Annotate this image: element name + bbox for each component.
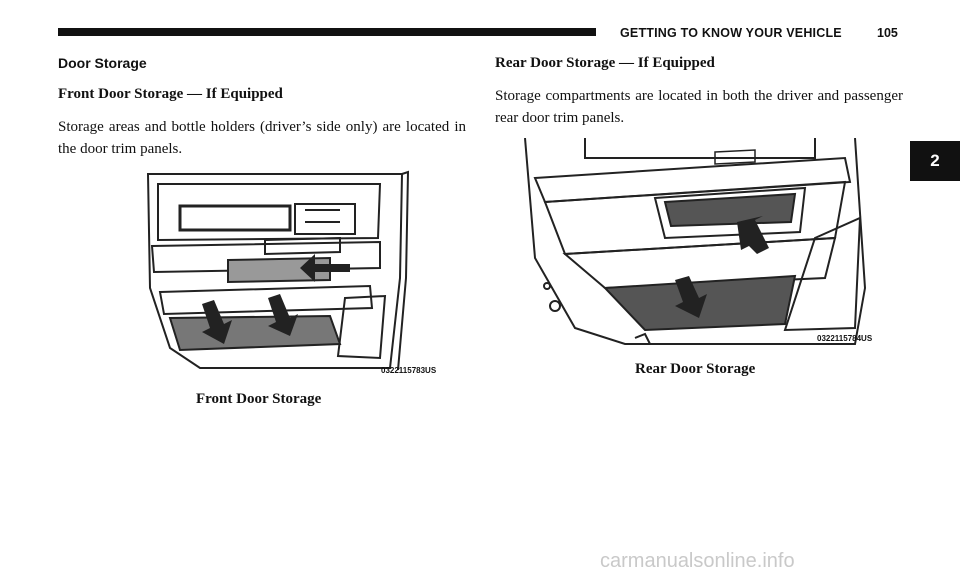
arrow-up-icon <box>737 216 769 254</box>
rear-door-storage-illustration <box>524 138 867 345</box>
arrow-down-icon <box>268 294 298 336</box>
front-door-paragraph: Storage areas and bottle holders (driver… <box>58 119 466 157</box>
running-header-title: GETTING TO KNOW YOUR VEHICLE <box>620 26 842 40</box>
section-heading-door-storage: Door Storage <box>58 55 147 71</box>
arrow-left-icon <box>300 254 350 282</box>
sub-heading-rear-door-storage: Rear Door Storage — If Equipped <box>495 55 715 71</box>
header-rule <box>58 28 596 36</box>
front-figure-caption: Front Door Storage <box>196 391 322 407</box>
arrow-down-icon <box>675 276 707 318</box>
page-number: 105 <box>877 26 898 40</box>
rear-door-paragraph: Storage compartments are located in both… <box>495 88 903 126</box>
arrows-overlay <box>202 254 350 344</box>
rear-figure-code: 0322115784US <box>817 334 873 343</box>
sub-heading-front-door-storage: Front Door Storage — If Equipped <box>58 86 283 102</box>
arrow-down-icon <box>202 300 232 344</box>
watermark: carmanualsonline.info <box>600 550 795 572</box>
chapter-tab: 2 <box>910 141 960 181</box>
rear-figure-caption: Rear Door Storage <box>635 361 756 377</box>
front-figure-code: 0322115783US <box>381 366 437 375</box>
